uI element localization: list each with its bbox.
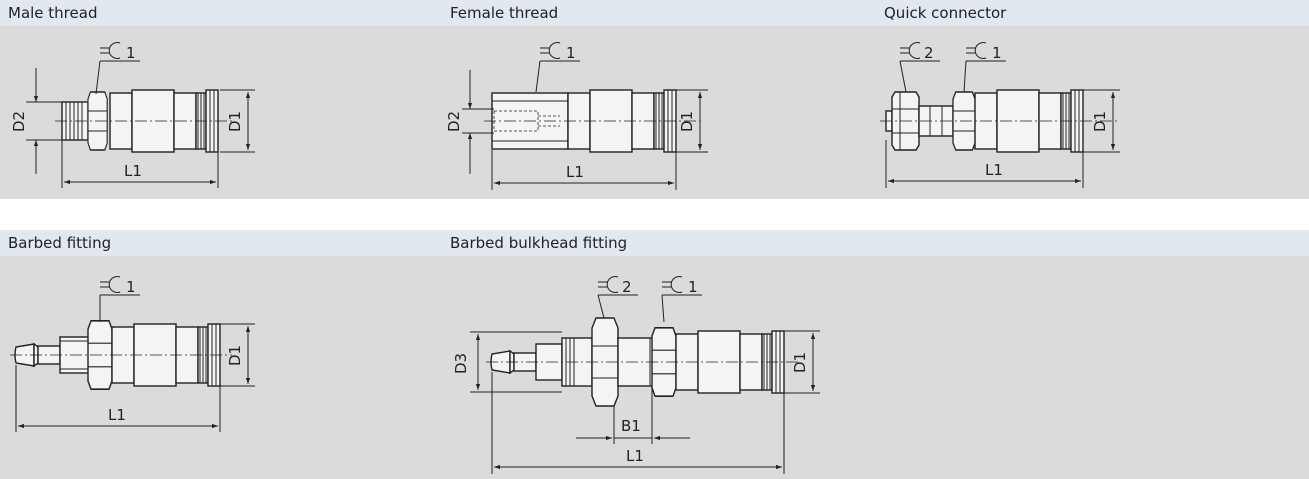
title-barbed-fitting: Barbed fitting	[8, 234, 112, 252]
dim-label-D1-quick: D1	[1091, 111, 1109, 132]
barbed-fitting-drawing: D1 L1 1	[10, 276, 255, 432]
dim-label-D3-bulkhead: D3	[452, 353, 470, 374]
dim-label-D1-barbed: D1	[226, 345, 244, 366]
barbed-bulkhead-fitting-drawing: D3 D1 B1 L1 2 1	[452, 276, 820, 474]
dim-label-L1-barbed: L1	[108, 406, 126, 424]
dim-label-L1-male: L1	[124, 162, 142, 180]
row1-header	[0, 0, 1309, 26]
female-thread-drawing: D2 D1 L1 1	[445, 42, 708, 190]
dim-label-B1-bulkhead: B1	[621, 417, 641, 435]
wrench-size-quick-2: 2	[924, 44, 934, 62]
wrench-size-male: 1	[126, 44, 136, 62]
male-thread-drawing: D2 D1 L1 1	[10, 42, 255, 188]
title-female-thread: Female thread	[450, 4, 559, 22]
title-male-thread: Male thread	[8, 4, 98, 22]
wrench-size-bulkhead-1: 1	[688, 278, 698, 296]
title-barbed-bulkhead-fitting: Barbed bulkhead fitting	[450, 234, 628, 252]
title-quick-connector: Quick connector	[884, 4, 1007, 22]
dim-label-D1-bulkhead: D1	[791, 352, 809, 373]
dim-label-D1-male: D1	[226, 111, 244, 132]
dim-label-D1-female: D1	[678, 111, 696, 132]
dim-label-D2-female: D2	[445, 111, 463, 132]
row2-header	[0, 230, 1309, 256]
wrench-size-barbed: 1	[126, 278, 136, 296]
dim-label-D2-male: D2	[10, 111, 28, 132]
quick-connector-drawing: D1 L1 2 1	[880, 42, 1120, 188]
dim-label-L1-female: L1	[566, 163, 584, 181]
dim-label-L1-bulkhead: L1	[626, 447, 644, 465]
wrench-size-bulkhead-2: 2	[622, 278, 632, 296]
wrench-size-quick-1: 1	[992, 44, 1002, 62]
wrench-size-female: 1	[566, 44, 576, 62]
dim-label-L1-quick: L1	[985, 161, 1003, 179]
